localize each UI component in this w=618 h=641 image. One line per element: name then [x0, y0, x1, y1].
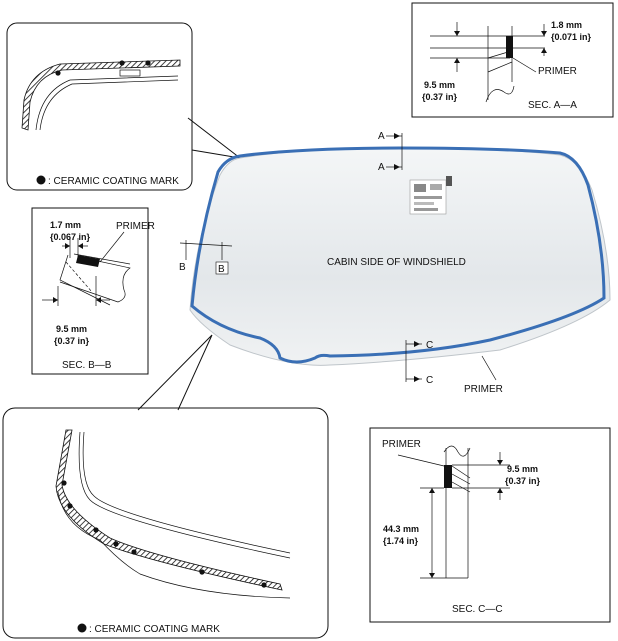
- section-aa-frame: [411, 2, 614, 118]
- sec-aa-title: SEC. A—A: [528, 100, 577, 111]
- sec-cc-dim1-in: {0.37 in}: [505, 476, 541, 486]
- ceramic-mark-dot: [93, 527, 99, 533]
- ceramic-mark-dot: [131, 549, 137, 555]
- primer-block: [444, 465, 452, 488]
- section-bb: 1.7 mm {0.067 in} PRIMER 9.5 mm {0.37 in…: [31, 207, 155, 375]
- section-cc-frame: [369, 427, 611, 623]
- detail-top-bracket: [119, 69, 141, 77]
- ceramic-mark-dot: [113, 541, 119, 547]
- ceramic-mark-dot: [61, 480, 67, 486]
- legend-text: : CERAMIC COATING MARK: [89, 624, 220, 635]
- sec-bb-dim1: 1.7 mm: [50, 220, 81, 230]
- ceramic-mark-dot: [145, 60, 151, 66]
- section-aa: 1.8 mm {0.071 in} PRIMER 9.5 mm {0.37 in…: [411, 2, 614, 118]
- sec-bb-dim2: 9.5 mm: [56, 324, 87, 334]
- primer-block: [76, 255, 100, 267]
- section-line-b: [179, 242, 233, 247]
- sec-bb-dim2-in: {0.37 in}: [54, 336, 90, 346]
- sec-bb-dim1-in: {0.067 in}: [50, 232, 91, 242]
- legend-dot-icon: [77, 623, 87, 633]
- sec-cc-dim2: 44.3 mm: [383, 524, 419, 534]
- ceramic-mark-dot: [199, 569, 205, 575]
- detail-bottom-ceramic-band: [55, 429, 283, 591]
- detail-top-glass-edge: [35, 75, 179, 131]
- marker-b-left: B: [179, 262, 186, 273]
- primer-block: [506, 36, 513, 58]
- legend-dot-icon: [36, 175, 46, 185]
- detail-bottom-callout: [137, 334, 213, 411]
- primer-outline: [190, 146, 606, 364]
- ceramic-mark-dot: [261, 582, 267, 588]
- marker-c-top: C: [426, 340, 433, 351]
- ceramic-mark-dot: [67, 503, 73, 509]
- detail-top-frame: [6, 22, 193, 191]
- detail-bottom-frame: [2, 407, 329, 639]
- detail-top-callout: [187, 117, 241, 159]
- sec-aa-dim2-in: {0.37 in}: [422, 92, 458, 102]
- sec-bb-title: SEC. B—B: [62, 360, 112, 371]
- sticker-area: [409, 176, 452, 215]
- section-cc: PRIMER 9.5 mm {0.37 in} 44.3 mm {1.74 in…: [369, 427, 611, 623]
- sec-cc-dim1: 9.5 mm: [507, 464, 538, 474]
- sec-aa-dim1: 1.8 mm: [551, 20, 582, 30]
- ceramic-mark-dot: [119, 60, 125, 66]
- sec-cc-primer-label: PRIMER: [382, 439, 421, 450]
- legend-text: : CERAMIC COATING MARK: [48, 176, 179, 187]
- marker-b-right: B: [218, 264, 225, 275]
- marker-a-top: A: [378, 131, 385, 142]
- sec-aa-primer-label: PRIMER: [538, 66, 577, 77]
- sec-bb-primer-label: PRIMER: [116, 221, 155, 232]
- marker-a-bottom: A: [378, 162, 385, 173]
- detail-top-glass-edge-inner: [39, 79, 179, 131]
- marker-c-bottom: C: [426, 375, 433, 386]
- section-bb-frame: [31, 207, 149, 375]
- cabin-side-label: CABIN SIDE OF WINDSHIELD: [327, 257, 466, 268]
- detail-top-ceramic-band: [21, 59, 181, 131]
- detail-top-left: : CERAMIC COATING MARK: [6, 22, 241, 191]
- windshield: A A B B C C CABIN SIDE OF WINDSHIELD PRI…: [179, 131, 611, 395]
- sec-aa-dim1-in: {0.071 in}: [551, 32, 592, 42]
- sec-cc-dim2-in: {1.74 in}: [383, 536, 419, 546]
- ceramic-mark-dot: [55, 70, 61, 76]
- sec-cc-title: SEC. C—C: [452, 604, 503, 615]
- detail-bottom-left: : CERAMIC COATING MARK: [2, 334, 329, 639]
- sec-aa-dim2: 9.5 mm: [424, 80, 455, 90]
- primer-label: PRIMER: [464, 384, 503, 395]
